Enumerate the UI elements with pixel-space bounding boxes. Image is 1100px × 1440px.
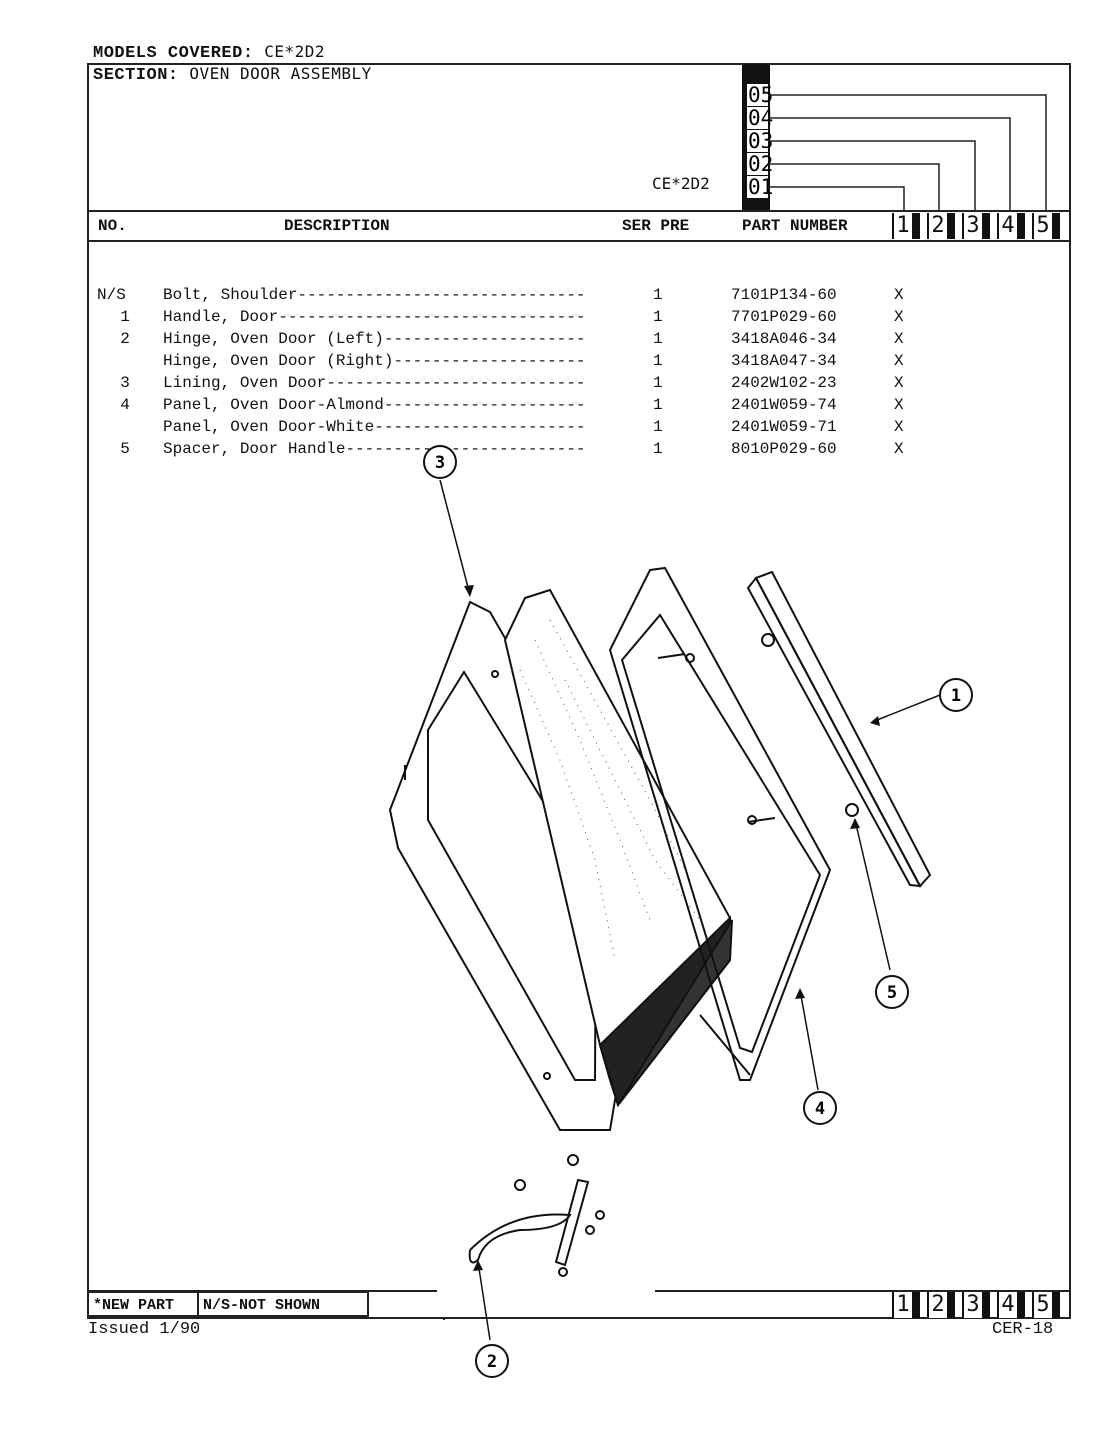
col-part-number: PART NUMBER <box>742 217 848 235</box>
page-code: CER-18 <box>992 1320 1054 1339</box>
legend-new-part: *NEW PART <box>87 1291 199 1317</box>
table-row: Hinge, Oven Door (Right)----------------… <box>163 352 904 370</box>
models-covered: MODELS COVERED: CE*2D2 <box>93 42 325 63</box>
footer-model-col-3: 3 <box>962 1292 990 1318</box>
svg-text:2: 2 <box>487 1352 497 1372</box>
serial-code-04: 04 <box>742 107 773 129</box>
insulation-block <box>503 588 733 1108</box>
footer-model-col-4: 4 <box>997 1292 1025 1318</box>
callout-2: 2 <box>475 1344 509 1378</box>
footer-model-col-5: 5 <box>1032 1292 1060 1318</box>
door-handle <box>746 570 932 888</box>
oven-door-panel <box>608 566 832 1081</box>
svg-text:1: 1 <box>951 686 961 706</box>
model-col-4: 4 <box>997 213 1025 239</box>
footer-rule-right <box>655 1290 1071 1292</box>
table-row: Panel, Oven Door-White------------------… <box>163 418 904 436</box>
models-value: CE*2D2 <box>264 42 326 61</box>
callout-3: 3 <box>423 445 457 479</box>
section-title: SECTION: OVEN DOOR ASSEMBLY <box>93 64 372 85</box>
callout-4: 4 <box>803 1091 837 1125</box>
serial-code-03: 03 <box>742 130 773 152</box>
svg-text:4: 4 <box>815 1099 825 1119</box>
models-label: MODELS COVERED: <box>93 44 254 63</box>
legend-not-shown: N/S-NOT SHOWN <box>199 1291 369 1317</box>
issued-date: Issued 1/90 <box>88 1320 201 1339</box>
model-col-5: 5 <box>1032 213 1060 239</box>
header-rule <box>87 210 1071 212</box>
callout-1: 1 <box>939 678 973 712</box>
footer-model-col-2: 2 <box>927 1292 955 1318</box>
svg-text:3: 3 <box>435 453 445 473</box>
serial-code-05: 05 <box>742 84 773 106</box>
model-code: CE*2D2 <box>652 174 710 193</box>
serial-code-02: 02 <box>742 153 773 175</box>
model-col-2: 2 <box>927 213 955 239</box>
page-frame <box>87 63 1071 1319</box>
section-value: OVEN DOOR ASSEMBLY <box>189 64 372 83</box>
col-no: NO. <box>98 217 127 235</box>
footer-model-col-1: 1 <box>892 1292 920 1318</box>
model-col-1: 1 <box>892 213 920 239</box>
header-bottom-rule <box>87 240 1071 242</box>
oven-door-hinge <box>468 1154 605 1277</box>
svg-text:5: 5 <box>887 983 897 1003</box>
footer-tick <box>443 1318 445 1320</box>
model-col-3: 3 <box>962 213 990 239</box>
serial-code-01: 01 <box>742 176 773 198</box>
serial-leader-lines <box>768 94 1047 212</box>
callout-5: 5 <box>875 975 909 1009</box>
exploded-diagram: 3 1 5 4 2 <box>388 445 973 1378</box>
section-label: SECTION: <box>93 66 179 85</box>
col-description: DESCRIPTION <box>284 217 390 235</box>
col-ser-pre: SER PRE <box>622 217 690 235</box>
